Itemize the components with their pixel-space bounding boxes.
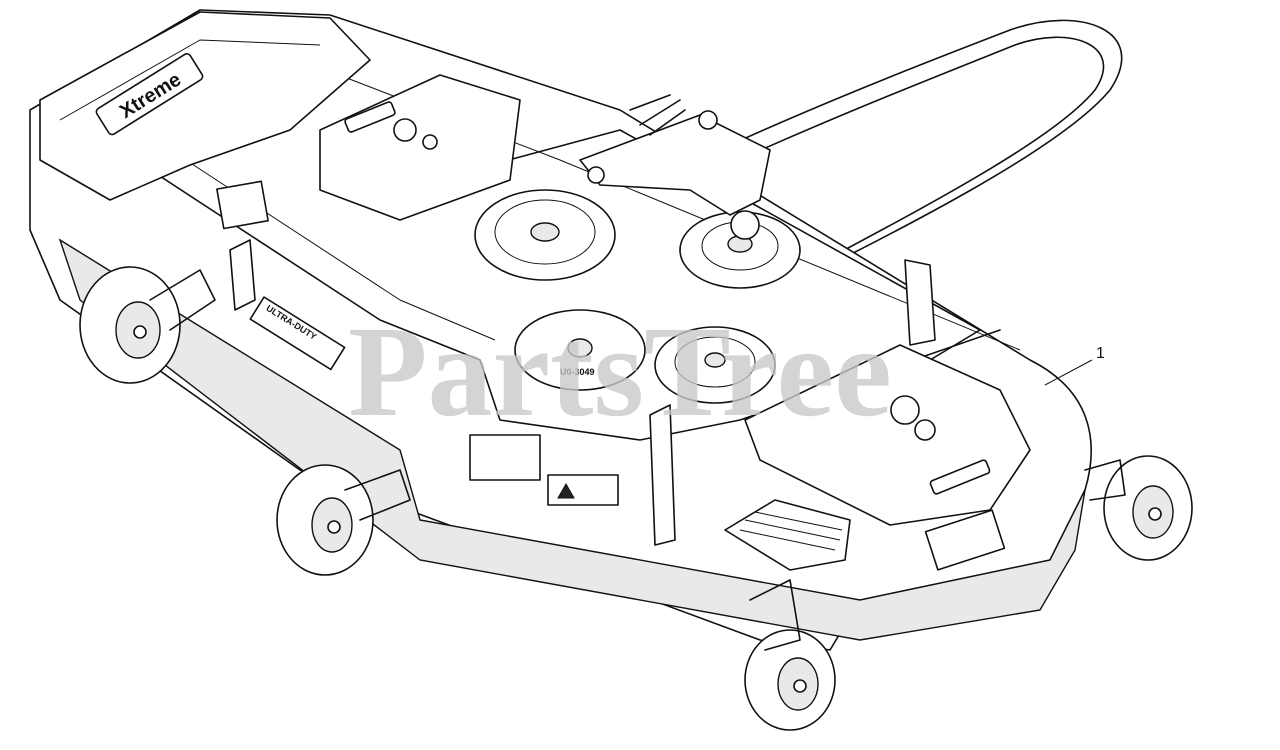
pulley-front-left: U0-3049 — [514, 309, 646, 391]
wheel-bracket-front-left — [149, 269, 216, 331]
decal-warning-right — [924, 509, 1006, 571]
wheel-rear-left — [276, 464, 374, 576]
pulley-rear-left — [474, 189, 616, 281]
bracket-left — [229, 239, 256, 311]
deck-grate — [724, 499, 851, 571]
decal-warning-center — [547, 474, 619, 506]
wheel-bracket-right — [1084, 459, 1126, 501]
wheel-bracket-rear-center — [749, 579, 801, 651]
wheel-rear-center — [744, 629, 836, 731]
wheel-right — [1103, 455, 1193, 561]
spindle-cover-left — [319, 74, 521, 221]
decal-manual — [469, 434, 541, 481]
callout-1: 1 — [1044, 345, 1105, 386]
idler-arm — [579, 94, 771, 240]
pulley-mark-text: U0-3049 — [560, 367, 595, 377]
bracket-right — [904, 259, 936, 346]
left-end-cap: Xtreme — [39, 11, 371, 201]
wheel-bracket-rear-left — [344, 469, 411, 521]
spindle-cover-right — [744, 344, 1031, 526]
callout-label: 1 — [1096, 345, 1105, 362]
pulley-front-right — [654, 326, 776, 404]
decal-warning-left — [216, 180, 269, 230]
watermark-text: PartsTree — [348, 300, 892, 444]
wheel-front-left — [79, 266, 181, 384]
bracket-center — [649, 404, 676, 546]
